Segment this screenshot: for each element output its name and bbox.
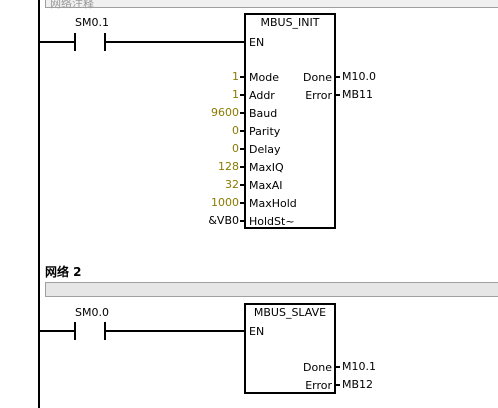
output-error-value[interactable]: MB11 — [342, 88, 374, 101]
input-addr-value[interactable]: 1 — [232, 88, 239, 101]
mbus-slave-block[interactable]: MBUS_SLAVE EN Done Error — [244, 303, 336, 394]
input-baud-value[interactable]: 9600 — [211, 106, 239, 119]
network2-rung-left — [40, 330, 74, 332]
input-maxai-label: MaxAI — [249, 179, 283, 192]
network2-title: 网络 2 — [45, 265, 82, 279]
network2-contact[interactable] — [74, 322, 106, 340]
input-holdst-label: HoldSt~ — [249, 215, 295, 228]
network1-contact[interactable] — [74, 33, 106, 51]
network1-rung-left — [40, 41, 74, 43]
mbus-slave-title: MBUS_SLAVE — [253, 306, 327, 319]
mbus-slave-en: EN — [249, 325, 265, 338]
input-addr-label: Addr — [249, 89, 275, 102]
input-maxhold-label: MaxHold — [249, 197, 297, 210]
input-mode-label: Mode — [249, 71, 279, 84]
output-done-label: Done — [303, 71, 332, 84]
network1-comment: 网络注释 — [50, 0, 94, 10]
input-maxiq-label: MaxIQ — [249, 161, 284, 174]
output-error-label: Error — [305, 89, 332, 102]
mbus-init-block[interactable]: MBUS_INIT EN Mode Addr Baud Parity Delay… — [244, 13, 336, 229]
input-parity-value[interactable]: 0 — [232, 124, 239, 137]
slave-output-error-value[interactable]: MB12 — [342, 378, 374, 391]
network1-contact-label: SM0.1 — [75, 16, 109, 29]
slave-output-done-value[interactable]: M10.1 — [342, 360, 376, 373]
mbus-init-en: EN — [249, 36, 265, 49]
mbus-init-title: MBUS_INIT — [260, 16, 320, 29]
input-delay-value[interactable]: 0 — [232, 142, 239, 155]
slave-output-done-label: Done — [303, 361, 332, 374]
network2-contact-label: SM0.0 — [75, 306, 109, 319]
input-holdst-value[interactable]: &VB0 — [208, 214, 239, 227]
slave-output-error-label: Error — [305, 379, 332, 392]
network1-rung-right — [106, 41, 245, 43]
input-maxai-value[interactable]: 32 — [225, 178, 239, 191]
power-rail — [38, 0, 40, 408]
network2-rung-right — [106, 330, 245, 332]
network1-comment-bar[interactable]: 网络注释 — [45, 0, 498, 10]
output-done-value[interactable]: M10.0 — [342, 70, 376, 83]
input-delay-label: Delay — [249, 143, 281, 156]
input-mode-value[interactable]: 1 — [232, 70, 239, 83]
input-maxhold-value[interactable]: 1000 — [211, 196, 239, 209]
input-parity-label: Parity — [249, 125, 281, 138]
network2-comment-bar[interactable] — [45, 282, 498, 297]
input-baud-label: Baud — [249, 107, 278, 120]
input-maxiq-value[interactable]: 128 — [218, 160, 239, 173]
